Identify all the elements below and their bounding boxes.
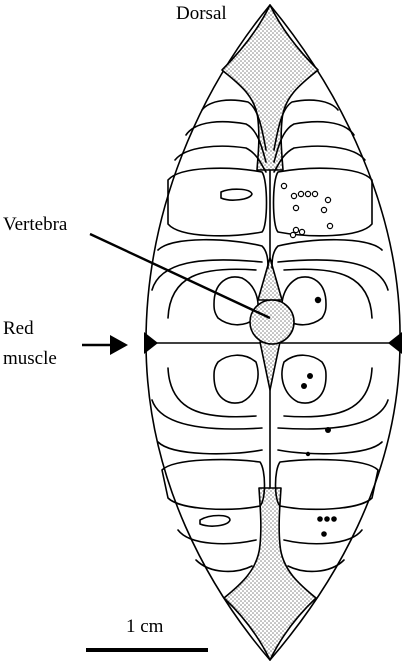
filled-dots xyxy=(301,296,337,537)
red-muscle-label-line1: Red xyxy=(3,318,34,339)
dorsal-septum xyxy=(221,4,319,171)
ventral-wedge xyxy=(259,341,281,391)
vertebra-circle xyxy=(249,299,295,345)
vertebra-label: Vertebra xyxy=(3,214,68,235)
red-muscle-left xyxy=(144,332,158,354)
red-muscle-right xyxy=(388,332,402,354)
red-muscle-label-line2: muscle xyxy=(3,348,57,369)
dorsal-label: Dorsal xyxy=(176,3,227,24)
open-dots xyxy=(280,182,334,239)
red-muscle-arrowhead xyxy=(110,335,128,355)
vertebra-pointer xyxy=(89,232,271,320)
scale-label: 1 cm xyxy=(126,616,164,637)
dorsal-wedge xyxy=(257,257,283,301)
ventral-septum xyxy=(223,487,317,661)
